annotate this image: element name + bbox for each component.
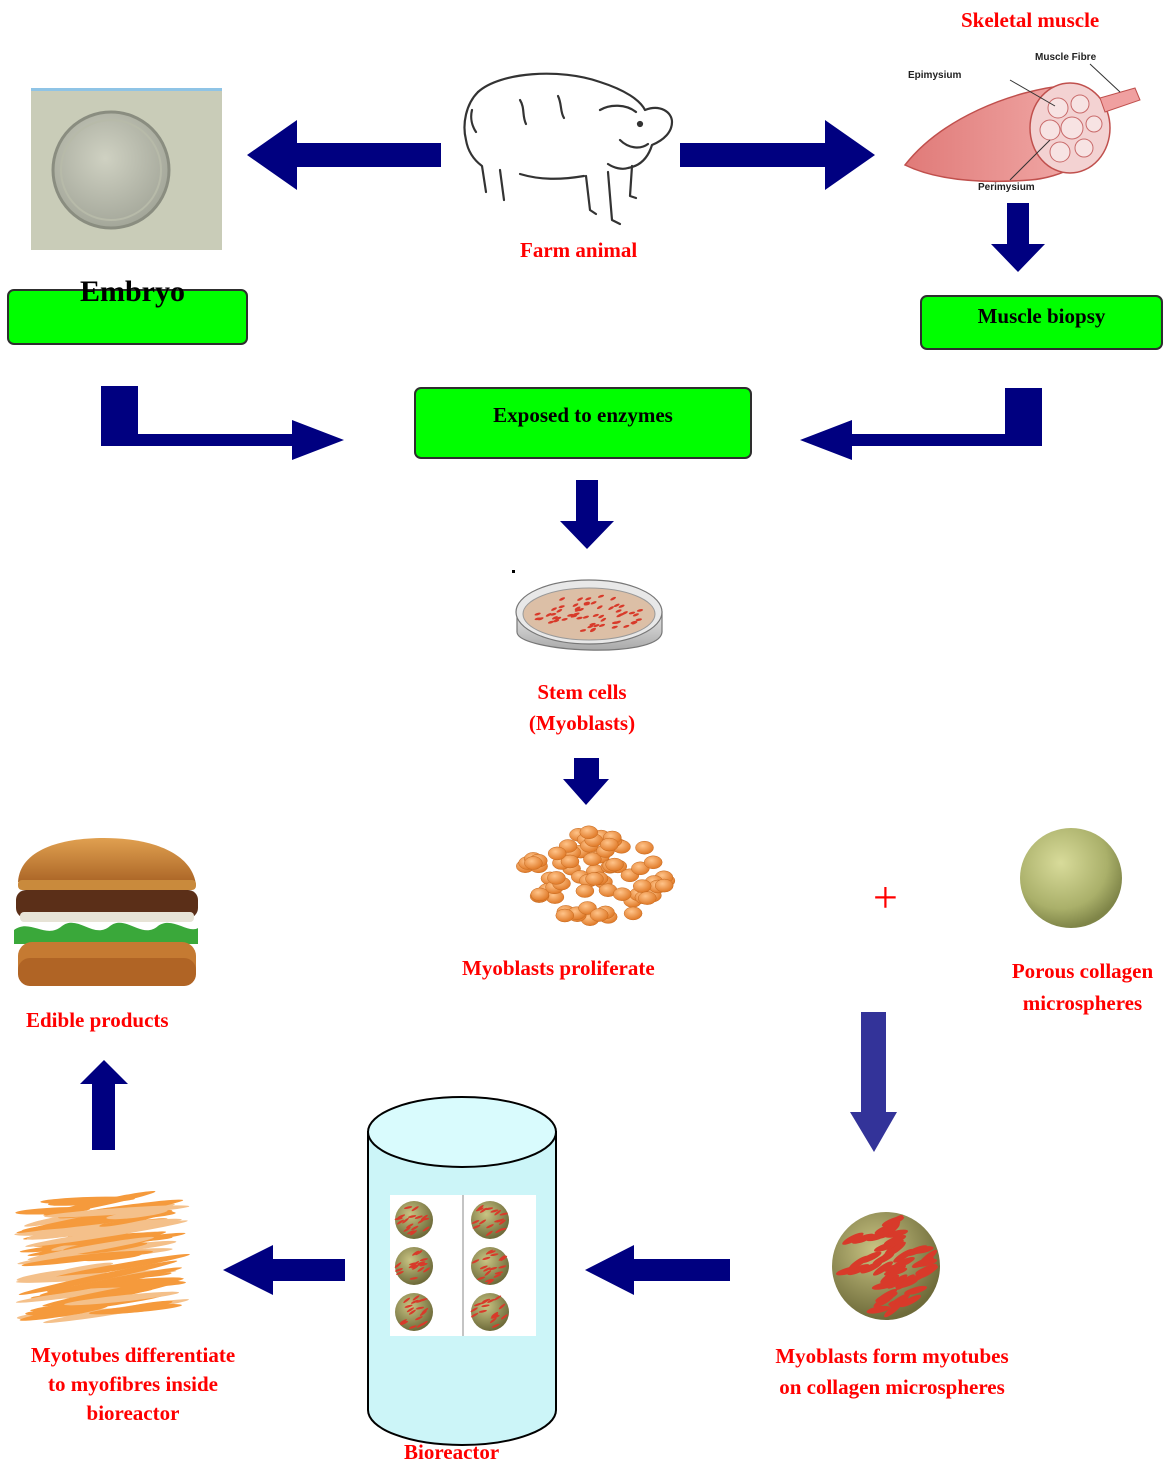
- seeded-microsphere: [832, 1212, 940, 1320]
- arrow-to-muscle: [680, 120, 875, 190]
- arrow-to-embryo: [247, 120, 441, 190]
- enzymes-label: Exposed to enzymes: [493, 403, 673, 427]
- arrow-embryo-to-enzymes: [101, 386, 344, 460]
- stem-cells-line2: (Myoblasts): [528, 711, 636, 735]
- bioreactor-label: Bioreactor: [404, 1440, 500, 1464]
- arrow-to-bioreactor: [585, 1245, 730, 1295]
- muscle-biopsy-label: Muscle biopsy: [977, 304, 1106, 328]
- plus-sign: +: [873, 873, 898, 922]
- embryo-box: [7, 289, 248, 345]
- edible-products-label: Edible products: [26, 1008, 169, 1032]
- cell-cluster: [516, 825, 676, 926]
- myoblasts-form-label: Myoblasts form myotubes on collagen micr…: [744, 1341, 1040, 1403]
- porous-line1: Porous collagen: [1011, 959, 1154, 983]
- skeletal-muscle-label: Skeletal muscle: [961, 8, 1100, 32]
- burger-image: [14, 838, 198, 986]
- arrow-biopsy-to-enzymes: [800, 388, 1042, 460]
- muscle-biopsy-box: Muscle biopsy: [920, 295, 1163, 350]
- sheep-drawing: [463, 72, 674, 226]
- enzymes-box: Exposed to enzymes: [414, 387, 752, 459]
- epimysium-label: Epimysium: [908, 70, 961, 81]
- myotubes-label: Myotubes differentiate to myofibres insi…: [8, 1341, 258, 1428]
- porous-line2: microspheres: [1022, 991, 1143, 1015]
- arrow-down-to-proliferate: [563, 758, 609, 805]
- perimysium-label: Perimysium: [978, 182, 1035, 193]
- myoblasts-proliferate-label: Myoblasts proliferate: [462, 956, 655, 980]
- stem-cells-line1: Stem cells: [537, 680, 627, 704]
- myotubes-line1: Myotubes differentiate: [30, 1343, 236, 1367]
- arrow-down-to-myotubes: [850, 1012, 897, 1152]
- myotubes-line3: bioreactor: [86, 1401, 180, 1425]
- farm-animal-label: Farm animal: [520, 238, 638, 262]
- bioreactor-cylinder: [367, 1096, 557, 1446]
- myotubes-line2: to myofibres inside: [48, 1372, 218, 1396]
- form-line2: on collagen microspheres: [779, 1375, 1005, 1399]
- arrow-down-to-dish: [560, 480, 614, 549]
- porous-collagen-label: Porous collagen microspheres: [984, 955, 1173, 1019]
- embryo-image: [31, 88, 222, 250]
- embryo-label: Embryo: [80, 275, 185, 308]
- collagen-sphere: [1020, 828, 1122, 928]
- stem-cells-label: Stem cells (Myoblasts): [490, 677, 674, 739]
- muscle-diagram: Muscle Fibre Epimysium Perimysium: [903, 52, 1141, 193]
- muscle-fibre-label: Muscle Fibre: [1035, 52, 1097, 63]
- form-line1: Myoblasts form myotubes: [775, 1344, 1009, 1368]
- arrow-up-to-edible: [80, 1060, 128, 1150]
- arrow-to-myotubes: [223, 1245, 345, 1295]
- myofibre-bundle: [14, 1190, 190, 1324]
- petri-dish: [512, 570, 663, 651]
- arrow-down-muscle: [991, 203, 1045, 272]
